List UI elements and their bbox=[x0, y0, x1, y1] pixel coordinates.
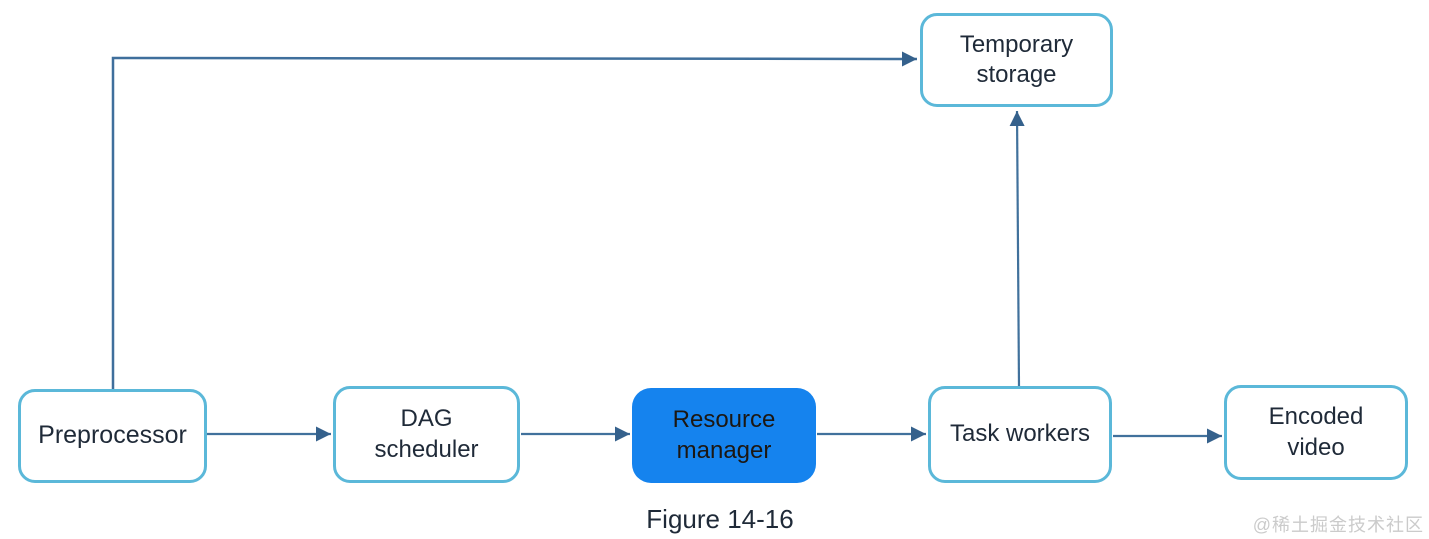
node-preprocessor: Preprocessor bbox=[18, 389, 207, 483]
node-label: Preprocessor bbox=[38, 421, 187, 450]
node-label: Resource manager bbox=[672, 406, 776, 464]
node-label: Encoded video bbox=[1268, 403, 1364, 461]
node-label: DAG scheduler bbox=[374, 405, 479, 463]
connector-task-workers-to-temporary-storage bbox=[1009, 110, 1025, 388]
connector-preprocessor-to-temporary-storage bbox=[111, 51, 918, 390]
node-task-workers: Task workers bbox=[928, 386, 1112, 483]
figure-caption: Figure 14-16 bbox=[646, 504, 794, 534]
node-dag-scheduler: DAG scheduler bbox=[333, 386, 520, 483]
node-resource-manager: Resource manager bbox=[632, 388, 816, 483]
node-encoded-video: Encoded video bbox=[1224, 385, 1408, 480]
watermark: @稀土掘金技术社区 bbox=[1252, 515, 1424, 535]
node-temporary-storage: Temporary storage bbox=[920, 13, 1113, 107]
node-label: Task workers bbox=[949, 420, 1091, 448]
node-label: Temporary storage bbox=[959, 30, 1074, 88]
